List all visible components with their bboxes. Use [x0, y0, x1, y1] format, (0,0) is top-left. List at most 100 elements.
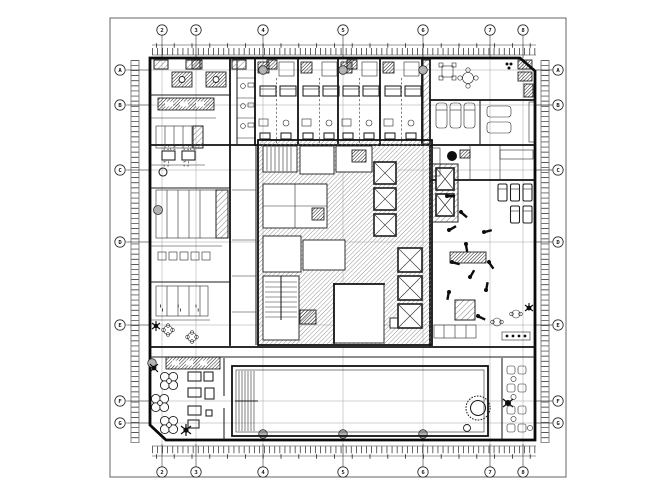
grid-bubble: C: [536, 164, 564, 176]
elevator: [397, 275, 423, 301]
stairs: [262, 145, 298, 173]
grid-bubble: 3: [190, 24, 202, 58]
svg-text:3: 3: [194, 28, 197, 34]
svg-text:A: A: [556, 68, 560, 74]
treadmill: [522, 205, 533, 224]
pool-seating-right: [502, 365, 533, 433]
dumbbell-rack: [501, 331, 531, 341]
treadmill: [497, 183, 508, 202]
seat-group: [506, 365, 527, 382]
grid-bubble: 7: [484, 444, 496, 478]
plant-icon: [524, 303, 534, 312]
pool-lounge-bottom-left: [149, 356, 221, 436]
svg-text:8: 8: [521, 470, 525, 476]
plant-icon: [151, 321, 161, 331]
sheet-border: [109, 17, 567, 478]
svg-text:D: D: [556, 240, 560, 246]
treatment-room: [382, 61, 422, 144]
plant-icon: [149, 363, 159, 373]
grid-bubble: E: [536, 319, 564, 331]
grid-bubble: E: [114, 319, 150, 331]
flower-table: [150, 393, 170, 413]
grid-bubble: B: [536, 99, 564, 111]
elevator: [373, 213, 397, 237]
grid-bubble: G: [536, 417, 564, 429]
dimension-band-top: [152, 43, 536, 56]
svg-text:F: F: [118, 399, 122, 405]
svg-text:D: D: [118, 240, 122, 246]
spa-pool: [465, 395, 491, 421]
pool-lane-lines: [235, 371, 258, 431]
plant-icon: [180, 424, 192, 436]
dimension-band-bottom: [152, 445, 536, 459]
seat-group: [506, 423, 533, 433]
locker-area: [151, 189, 229, 344]
elevator: [397, 247, 423, 273]
seat-group: [506, 383, 527, 400]
grid-bubble: 6: [417, 444, 429, 478]
svg-text:3: 3: [194, 470, 197, 476]
svg-text:F: F: [556, 399, 560, 405]
reception-retail-area: [153, 59, 247, 177]
dimension-band-right: [540, 60, 550, 443]
grid-bubble: D: [536, 236, 564, 248]
svg-text:E: E: [556, 323, 559, 329]
svg-text:2: 2: [160, 28, 163, 34]
grid-bubble: D: [114, 236, 150, 248]
seat-group: [506, 405, 527, 422]
grid-bubble: 8: [517, 24, 529, 58]
treatment-room: [300, 61, 340, 144]
grid-bubble: 4: [257, 444, 269, 478]
svg-text:6: 6: [421, 470, 425, 476]
svg-text:C: C: [118, 168, 121, 174]
gym-bench: [449, 251, 487, 264]
elevator: [397, 303, 423, 329]
grid-bubbles-top: 2 3 4 5 6 7 8: [156, 24, 529, 58]
svg-text:G: G: [118, 421, 122, 427]
lounge-top-right: [438, 59, 534, 98]
grid-bubble: 7: [484, 24, 496, 58]
elevator: [435, 167, 455, 191]
svg-text:7: 7: [488, 28, 491, 34]
gym-area: [433, 183, 534, 341]
elevator-bank: [373, 161, 459, 329]
building-outline: [148, 56, 537, 442]
treadmill: [522, 183, 533, 202]
grid-bubble: A: [114, 64, 150, 76]
grid-bubbles-left: A B C D E F G: [114, 64, 150, 429]
svg-text:A: A: [118, 68, 122, 74]
grid-bubble: A: [536, 64, 564, 76]
grid-bubble: F: [536, 395, 564, 407]
treatment-rooms: [191, 57, 431, 146]
treadmill: [509, 205, 521, 224]
pool-ladder: [463, 424, 471, 432]
svg-text:5: 5: [341, 28, 344, 34]
flower-table: [159, 371, 179, 391]
dimension-band-left: [130, 60, 140, 443]
svg-text:4: 4: [261, 470, 265, 476]
svg-text:E: E: [118, 323, 121, 329]
svg-text:6: 6: [421, 28, 425, 34]
grid-bubble: 5: [337, 24, 349, 58]
svg-text:G: G: [556, 421, 560, 427]
grid-bubble: 3: [190, 444, 202, 478]
plant-icon: [502, 398, 514, 408]
pool-area: [223, 358, 503, 440]
grid-bubble: 2: [156, 444, 168, 478]
treadmill: [509, 183, 521, 202]
grid-bubble: 4: [257, 24, 269, 58]
svg-text:B: B: [556, 103, 560, 109]
flower-table: [159, 415, 179, 435]
grid-bubbles-bottom: 2 3 4 5 6 7 8: [156, 444, 529, 478]
grid-bubble: B: [114, 99, 150, 111]
relaxation-rooms: [431, 101, 535, 177]
svg-text:C: C: [556, 168, 559, 174]
wc-rooms: [237, 77, 256, 139]
grid-bubble: G: [114, 417, 150, 429]
svg-text:2: 2: [160, 470, 163, 476]
svg-text:7: 7: [488, 470, 491, 476]
svg-text:B: B: [118, 103, 122, 109]
grid-bubbles-right: A B C D E F G: [536, 64, 564, 429]
